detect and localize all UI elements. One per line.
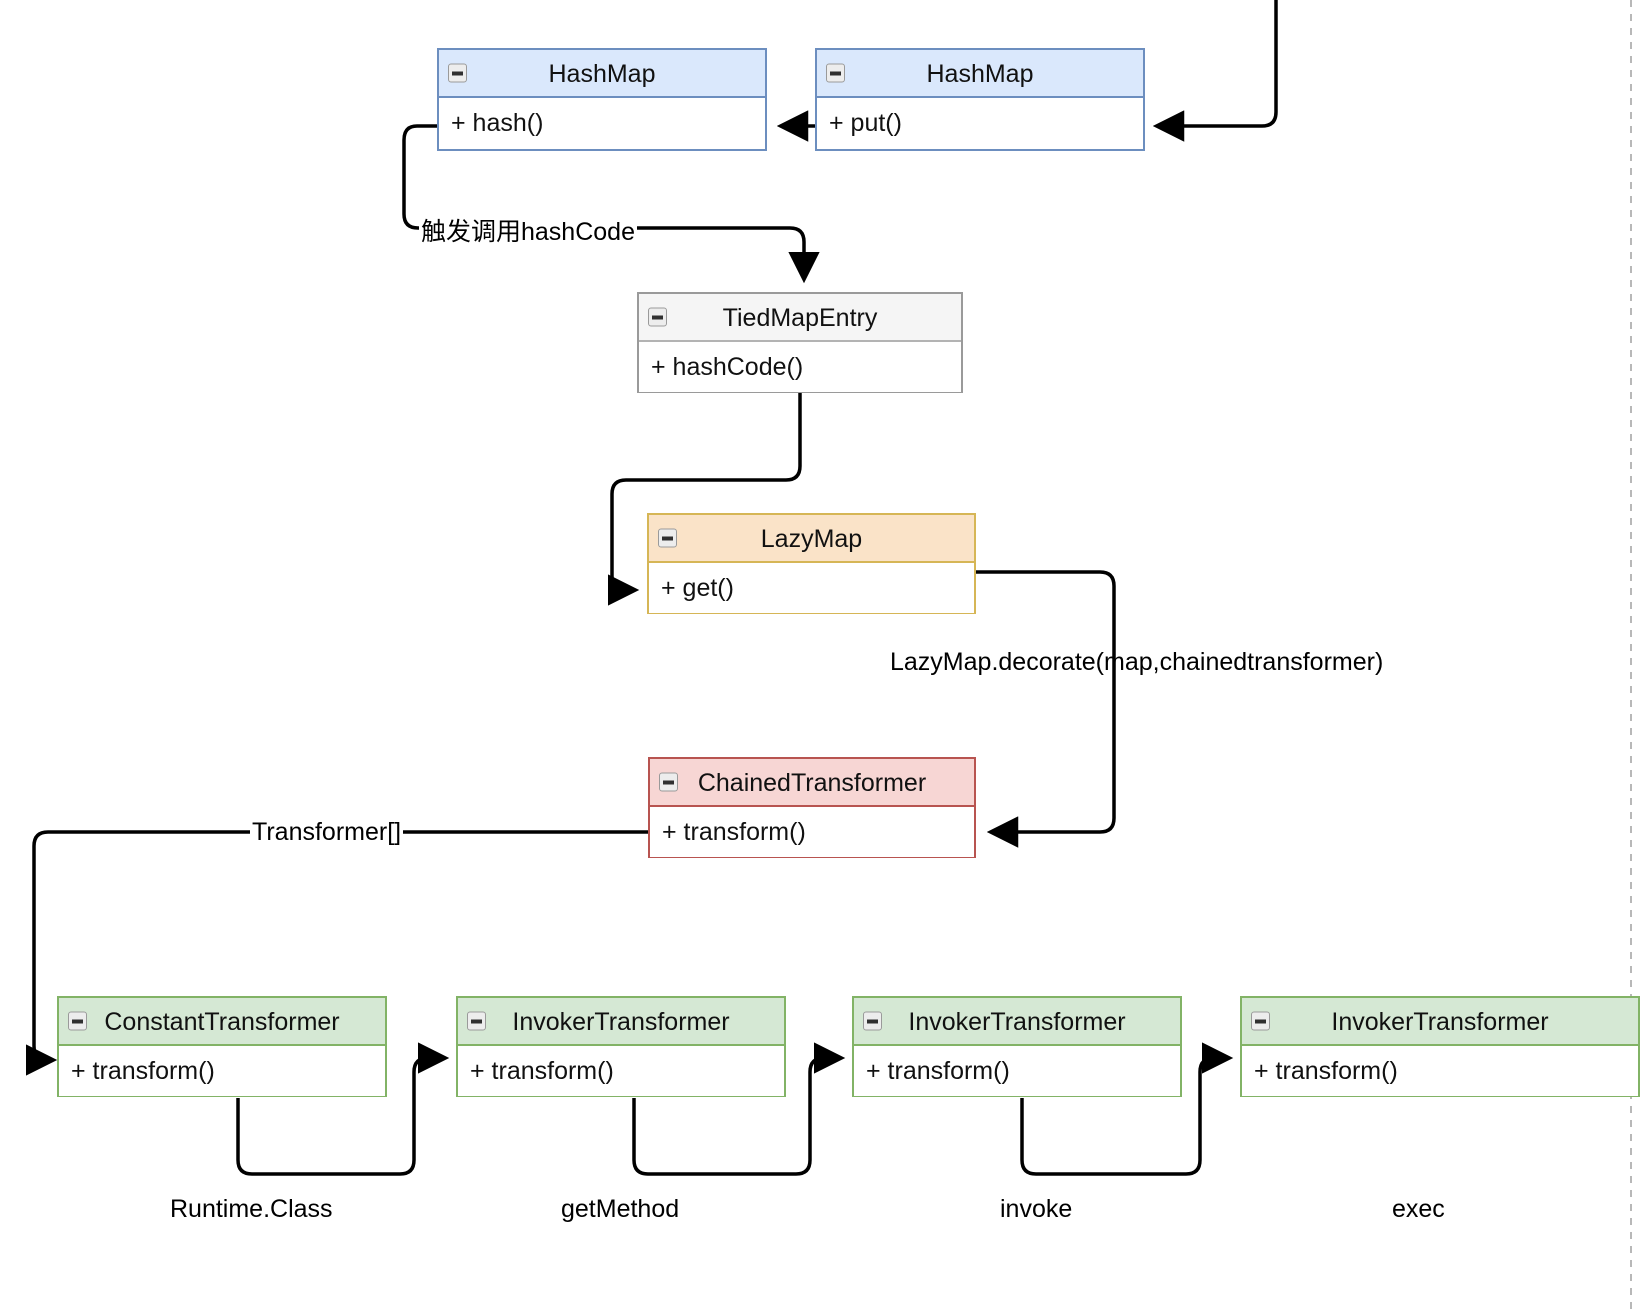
minus-icon[interactable]	[659, 772, 678, 792]
class-box-hashmap-hash[interactable]: HashMap + hash()	[437, 48, 767, 151]
class-member: + transform()	[854, 1046, 1180, 1096]
class-member: + transform()	[650, 807, 974, 857]
minus-icon[interactable]	[826, 63, 845, 83]
class-member: + hash()	[439, 98, 765, 148]
class-title: ConstantTransformer	[104, 1008, 340, 1036]
class-header: InvokerTransformer	[1242, 998, 1638, 1046]
class-title: InvokerTransformer	[512, 1008, 730, 1036]
minus-icon[interactable]	[68, 1011, 87, 1031]
class-header: ChainedTransformer	[650, 759, 974, 807]
minus-icon[interactable]	[863, 1011, 882, 1031]
class-box-lazymap[interactable]: LazyMap + get()	[647, 513, 976, 614]
class-header: ConstantTransformer	[59, 998, 385, 1046]
class-header: InvokerTransformer	[854, 998, 1180, 1046]
class-box-chainedtransformer[interactable]: ChainedTransformer + transform()	[648, 757, 976, 858]
caption-exec: exec	[1392, 1195, 1445, 1223]
class-title: HashMap	[548, 60, 656, 88]
minus-icon[interactable]	[648, 307, 667, 327]
class-member: + put()	[817, 98, 1143, 148]
edge-label-transformer-array: Transformer[]	[250, 818, 404, 847]
class-box-tiedmapentry[interactable]: TiedMapEntry + hashCode()	[637, 292, 963, 393]
class-title: InvokerTransformer	[1331, 1008, 1549, 1036]
caption-invoke: invoke	[1000, 1195, 1073, 1223]
minus-icon[interactable]	[448, 63, 467, 83]
edge-lazymap-to-chainedtransformer	[976, 570, 1116, 848]
class-box-invokertransformer-3[interactable]: InvokerTransformer + transform()	[1240, 996, 1640, 1097]
class-title: LazyMap	[760, 525, 863, 553]
class-title: InvokerTransformer	[908, 1008, 1126, 1036]
class-box-constanttransformer[interactable]: ConstantTransformer + transform()	[57, 996, 387, 1097]
class-title: ChainedTransformer	[697, 769, 927, 797]
minus-icon[interactable]	[658, 528, 677, 548]
edge-label-trigger-hashcode: 触发调用hashCode	[419, 212, 637, 248]
edge-label-lazymap-decorate: LazyMap.decorate(map,chainedtransformer)	[890, 648, 1384, 676]
class-box-invokertransformer-2[interactable]: InvokerTransformer + transform()	[852, 996, 1182, 1097]
minus-icon[interactable]	[467, 1011, 486, 1031]
class-header: HashMap	[817, 50, 1143, 98]
class-title: TiedMapEntry	[722, 304, 878, 332]
caption-getmethod: getMethod	[561, 1195, 680, 1223]
class-box-invokertransformer-1[interactable]: InvokerTransformer + transform()	[456, 996, 786, 1097]
caption-runtime-class: Runtime.Class	[170, 1195, 333, 1223]
edge-external-to-hashmap-put	[1152, 0, 1278, 142]
class-member: + transform()	[1242, 1046, 1638, 1096]
class-header: InvokerTransformer	[458, 998, 784, 1046]
class-member: + hashCode()	[639, 342, 961, 392]
class-member: + get()	[649, 563, 974, 613]
class-header: TiedMapEntry	[639, 294, 961, 342]
class-title: HashMap	[926, 60, 1034, 88]
class-header: HashMap	[439, 50, 765, 98]
class-box-hashmap-put[interactable]: HashMap + put()	[815, 48, 1145, 151]
class-member: + transform()	[458, 1046, 784, 1096]
class-header: LazyMap	[649, 515, 974, 563]
class-member: + transform()	[59, 1046, 385, 1096]
minus-icon[interactable]	[1251, 1011, 1270, 1031]
